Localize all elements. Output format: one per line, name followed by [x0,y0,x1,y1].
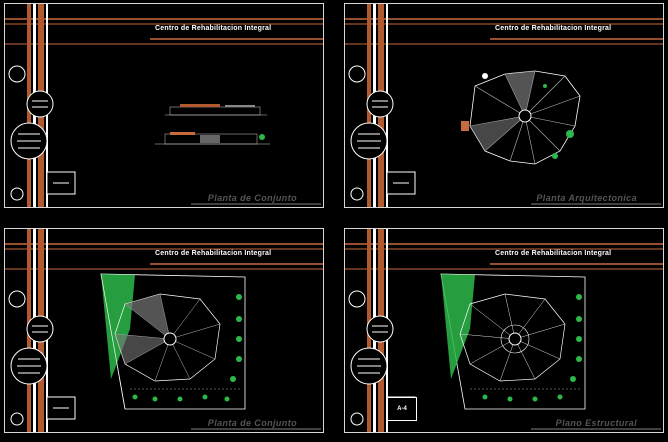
sheet-2-planta-arquitectonica[interactable]: Centro de Rehabilitacion Integral Planta… [344,3,664,208]
sheet-title: Centro de Rehabilitacion Integral [155,250,272,257]
sheet-4-plano-estructural[interactable]: Centro de Rehabilitacion Integral A-4 Pl… [344,228,664,433]
site-plan-drawing [100,273,246,410]
sheet-4-frame-graphics [345,229,663,432]
elevation-drawing [155,104,270,145]
sheet-1-frame-graphics [5,4,323,207]
sheet-number: A-4 [387,397,417,421]
sheet-label: Plano Estructural [555,418,637,428]
sheet-label: Planta de Conjunto [207,418,297,428]
sheet-title: Centro de Rehabilitacion Integral [495,25,612,32]
sheet-title: Centro de Rehabilitacion Integral [495,250,612,257]
sheet-title: Centro de Rehabilitacion Integral [155,25,272,32]
sheet-3-planta-conjunto[interactable]: Centro de Rehabilitacion Integral Planta… [4,228,324,433]
radial-plan-drawing [461,70,581,165]
structural-plan-drawing [440,273,586,410]
sheet-1-planta-conjunto[interactable]: Centro de Rehabilitacion Integral Planta… [4,3,324,208]
sheet-2-frame-graphics [345,4,663,207]
sheet-label: Planta de Conjunto [207,193,297,203]
sheet-label: Planta Arquitectonica [536,193,637,203]
sheet-3-frame-graphics [5,229,323,432]
